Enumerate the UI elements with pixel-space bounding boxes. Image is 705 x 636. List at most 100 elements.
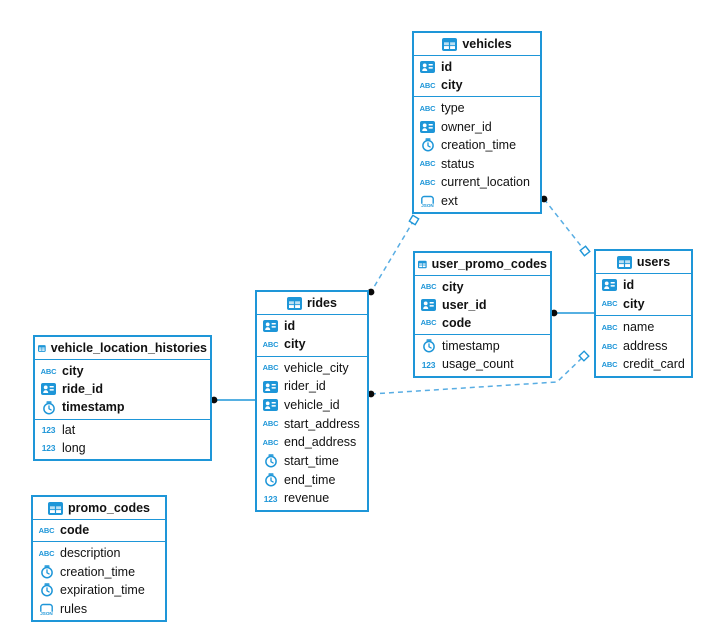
field-type-icon-wrap — [420, 339, 437, 353]
text-type-icon: ABC — [38, 549, 55, 558]
field-type-icon-wrap — [419, 120, 436, 133]
field-label: code — [60, 523, 90, 538]
field-label: code — [442, 315, 472, 330]
id-type-icon — [420, 61, 435, 73]
field-type-icon-wrap: ABC — [40, 367, 57, 376]
field-label: city — [284, 337, 306, 352]
field-row-status: ABC status — [414, 155, 540, 174]
field-type-icon-wrap — [262, 320, 279, 333]
text-type-icon: ABC — [420, 318, 437, 328]
field-label: rules — [60, 601, 88, 616]
table-header[interactable]: user_promo_codes — [415, 253, 550, 276]
field-row-owner_id: owner_id — [414, 118, 540, 137]
field-label: city — [623, 296, 645, 311]
field-type-icon-wrap: ABC — [262, 340, 279, 349]
field-label: vehicle_city — [284, 360, 349, 375]
field-row-type: ABC type — [414, 99, 540, 118]
field-label: type — [441, 101, 465, 115]
json-type-icon: JSON — [40, 603, 53, 616]
field-label: expiration_time — [60, 583, 145, 598]
cardinality-square-marker — [579, 245, 591, 257]
field-label: ext — [441, 193, 458, 208]
field-row-city: ABC city — [596, 295, 691, 314]
field-label: start_time — [284, 454, 339, 469]
text-type-icon: ABC — [40, 366, 57, 376]
id-type-icon — [602, 279, 617, 292]
table-title: users — [636, 255, 671, 269]
field-type-icon-wrap: ABC — [601, 299, 618, 308]
field-label: ride_id — [62, 382, 103, 397]
field-type-icon-wrap: ABC — [420, 318, 437, 327]
text-type-icon: ABC — [419, 103, 436, 113]
field-type-icon-wrap: ABC — [38, 526, 55, 535]
id-type-icon — [263, 399, 278, 412]
cardinality-square-marker — [408, 214, 420, 226]
timestamp-type-icon — [422, 339, 435, 353]
table-icon — [48, 501, 64, 515]
timestamp-type-icon — [40, 583, 53, 597]
timestamp-type-icon — [264, 473, 277, 487]
svg-text:JSON: JSON — [40, 611, 53, 616]
field-type-icon-wrap: ABC — [419, 81, 436, 90]
field-type-icon-wrap — [262, 399, 279, 412]
table-header[interactable]: vehicles — [414, 33, 540, 56]
field-type-icon-wrap — [601, 279, 618, 292]
relation-vehicles-users[interactable] — [543, 198, 586, 252]
relation-vehicles-rides[interactable] — [370, 219, 415, 293]
field-row-end_time: end_time — [257, 471, 367, 490]
field-label: description — [60, 546, 121, 561]
text-type-icon: ABC — [262, 438, 279, 448]
field-label: long — [62, 440, 86, 455]
field-label: address — [623, 338, 668, 353]
field-label: end_time — [284, 472, 336, 487]
field-type-icon-wrap: ABC — [601, 342, 618, 351]
field-type-icon-wrap: ABC — [601, 323, 618, 332]
json-type-icon: JSON — [421, 195, 434, 208]
timestamp-type-icon — [42, 400, 55, 414]
number-type-icon: 123 — [421, 359, 436, 370]
table-header[interactable]: vehicle_location_histories — [35, 337, 210, 360]
field-type-icon-wrap: ABC — [262, 363, 279, 372]
field-type-icon-wrap — [262, 473, 279, 487]
field-row-address: ABC address — [596, 337, 691, 356]
table-icon — [418, 260, 427, 268]
text-type-icon: ABC — [262, 363, 279, 373]
table-icon — [287, 296, 303, 310]
field-row-expiration_time: expiration_time — [33, 581, 165, 599]
text-type-icon: ABC — [262, 419, 279, 429]
field-row-city: ABC city — [257, 335, 367, 353]
id-type-icon — [263, 380, 278, 393]
field-type-icon-wrap: JSON — [38, 602, 55, 616]
field-label: status — [441, 156, 475, 171]
field-type-icon-wrap: 123 — [40, 425, 57, 435]
text-type-icon: ABC — [419, 159, 436, 169]
text-type-icon: ABC — [419, 177, 436, 187]
table-header[interactable]: users — [596, 251, 691, 274]
id-type-icon — [420, 120, 435, 133]
field-label: id — [441, 59, 453, 74]
field-label: creation_time — [441, 138, 517, 152]
field-row-creation_time: creation_time — [33, 563, 165, 581]
table-header[interactable]: rides — [257, 292, 367, 315]
table-header[interactable]: promo_codes — [33, 497, 165, 520]
id-type-icon — [263, 320, 278, 333]
field-label: credit_card — [623, 357, 685, 372]
field-row-ride_id: ride_id — [35, 380, 210, 398]
field-label: id — [623, 278, 635, 293]
